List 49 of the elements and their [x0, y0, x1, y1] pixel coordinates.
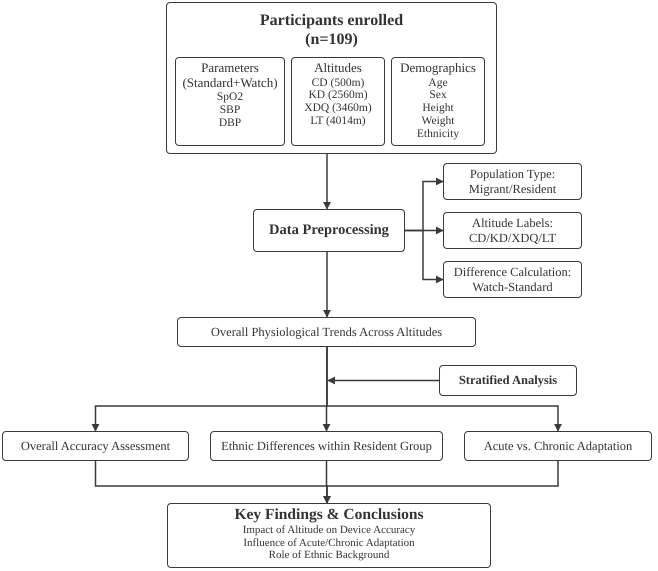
box-title: Demographics	[400, 61, 476, 76]
box-title: Overall Physiological Trends Across Altitudes	[210, 324, 442, 340]
list-item: Height	[422, 102, 454, 116]
list-item: Impact of Altitude on Device Accuracy	[242, 524, 416, 537]
process-box	[443, 261, 582, 298]
process-box	[391, 57, 485, 146]
list-item: DBP	[218, 116, 242, 130]
arrow	[327, 376, 439, 384]
list-item: Weight	[422, 115, 454, 128]
box-title: Population Type: Migrant/Resident	[468, 166, 558, 196]
list-item: Sex	[429, 89, 447, 102]
list-item: Age	[428, 76, 448, 90]
process-box	[443, 163, 582, 200]
box-title: Difference Calculation: Watch-Standard	[452, 264, 572, 294]
box-title: Altitude Labels: CD/KD/XDQ/LT	[468, 216, 558, 246]
box-title: Participants enrolled (n=109)	[258, 11, 404, 50]
box-title: Data Preprocessing	[269, 222, 389, 240]
process-box	[464, 431, 652, 461]
arrow	[323, 252, 331, 318]
list-item: Ethnicity	[416, 128, 460, 141]
process-box	[166, 2, 497, 154]
list-item: XDQ (3460m)	[304, 102, 372, 116]
box-title: Overall Accuracy Assessment	[20, 438, 170, 454]
box-title: Stratified Analysis	[458, 373, 558, 388]
arrow	[405, 230, 444, 284]
arrow	[326, 347, 562, 432]
list-item: SpO2	[216, 91, 244, 104]
box-title: Altitudes	[314, 61, 362, 76]
list-item: CD (500m)	[312, 76, 364, 90]
process-box	[210, 431, 443, 461]
list-item: Role of Ethnic Background	[268, 548, 390, 562]
process-box	[177, 317, 476, 347]
list-item: SBP	[220, 104, 240, 117]
box-title: Key Findings & Conclusions	[234, 506, 424, 524]
list-item: KD (2560m)	[308, 89, 368, 102]
list-item: LT (4014m)	[310, 115, 366, 128]
box-title: Ethnic Differences within Resident Group	[221, 438, 432, 454]
list-item: Influence of Acute/Chronic Adaptation	[243, 536, 415, 549]
process-box	[443, 212, 582, 249]
process-box	[439, 365, 577, 396]
process-box	[167, 503, 491, 568]
arrow	[323, 154, 331, 210]
box-title: Acute vs. Chronic Adaptation	[484, 438, 632, 454]
process-box	[291, 57, 385, 146]
process-box	[2, 431, 189, 461]
arrow	[323, 461, 559, 504]
process-box	[175, 57, 285, 146]
process-box	[253, 209, 405, 252]
box-title: Parameters (Standard+Watch)	[181, 61, 279, 90]
